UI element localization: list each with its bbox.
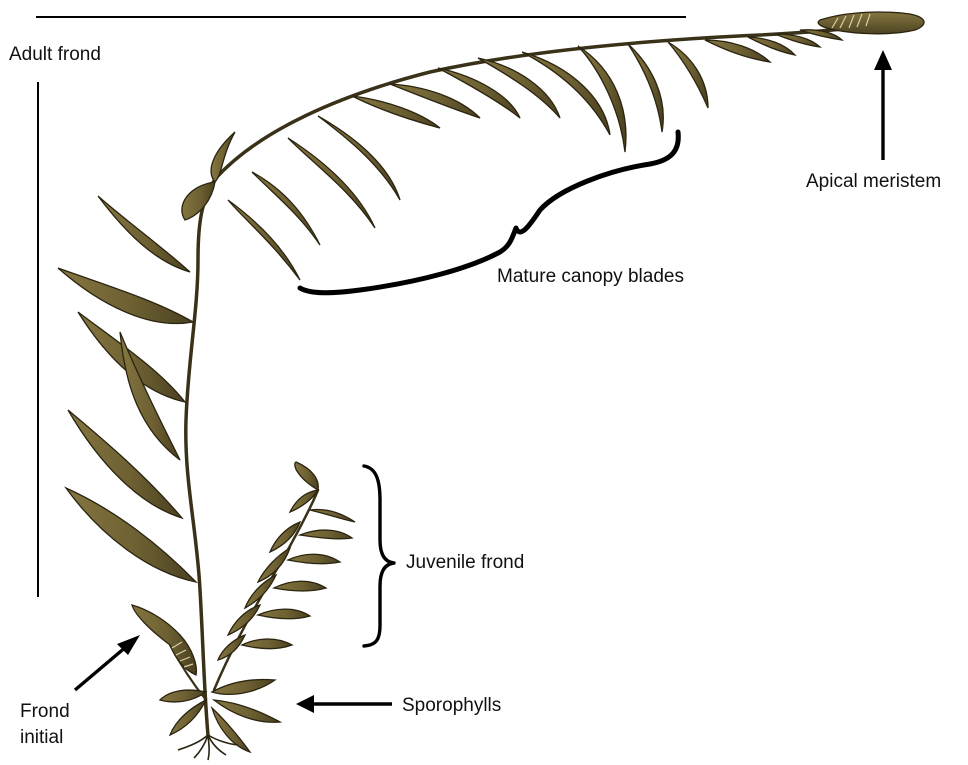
canopy-blade: [628, 44, 663, 132]
canopy-blade: [211, 132, 235, 182]
frond-initial-shape: [132, 605, 196, 675]
juvenile-frond-label: Juvenile frond: [406, 552, 524, 573]
adult-blade: [58, 268, 193, 323]
juvenile-blade: [228, 605, 260, 635]
adult-frond-stipe: [170, 22, 900, 735]
juvenile-blade: [300, 530, 352, 539]
apical-meristem-arrow: [874, 50, 892, 160]
juvenile-frond-blades-group: [218, 462, 355, 660]
mature-canopy-blades-label: Mature canopy blades: [497, 266, 684, 287]
canopy-blade: [668, 42, 708, 108]
apical-meristem-label: Apical meristem: [806, 171, 941, 192]
juvenile-blade: [258, 609, 310, 619]
frond-initial-label-line2: initial: [20, 727, 63, 748]
juvenile-blade: [274, 581, 326, 591]
juvenile-blade: [310, 510, 355, 523]
sporophyll-blade: [170, 700, 206, 735]
canopy-blade: [228, 200, 300, 280]
adult-blade: [66, 488, 196, 582]
canopy-blade: [318, 116, 400, 200]
frond-initial-label-line1: Frond: [20, 701, 70, 722]
juvenile-blade: [295, 462, 318, 490]
juvenile-blade: [242, 639, 292, 649]
adult-frond-label: Adult frond: [9, 44, 101, 65]
sporophyll-blade: [212, 680, 275, 695]
adult-frond-blades-group: [58, 196, 196, 582]
adult-blade: [98, 196, 190, 272]
frond-initial-arrow: [75, 635, 140, 690]
juvenile-blade: [288, 554, 340, 564]
canopy-blade: [352, 96, 440, 128]
sporophylls-label: Sporophylls: [402, 695, 501, 716]
juvenile-frond-brace: [364, 466, 394, 646]
sporophylls-arrow: [296, 695, 392, 713]
sporophyll-blade: [160, 690, 206, 702]
canopy-blade: [182, 182, 215, 220]
juvenile-blade: [218, 635, 245, 660]
